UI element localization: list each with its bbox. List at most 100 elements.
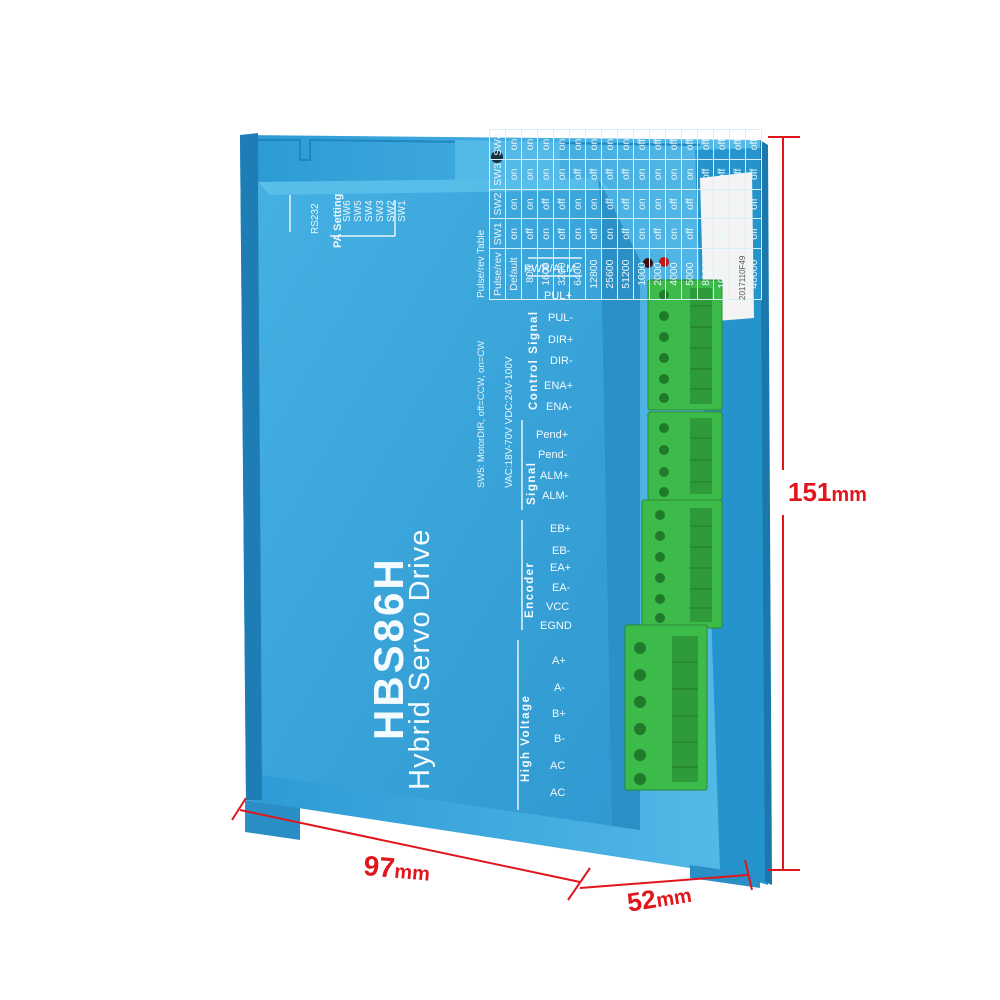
table-cell: on bbox=[521, 129, 538, 160]
table-cell: 5000 bbox=[681, 248, 698, 300]
supply-note: VAC:18V-70V VDC:24V-100V bbox=[504, 356, 515, 488]
terminal-label: EA+ bbox=[550, 562, 572, 574]
table-cell: 40000 bbox=[745, 248, 762, 300]
table-cell: on bbox=[633, 159, 650, 190]
table-cell: on bbox=[585, 129, 602, 160]
table-cell: off bbox=[633, 129, 650, 160]
pulse-table-caption: Pulse/rev Table bbox=[476, 229, 487, 298]
switch-label: SW3 bbox=[375, 200, 386, 222]
depth-value: 52 bbox=[625, 883, 659, 918]
table-cell: on bbox=[649, 159, 666, 190]
table-cell: 1000 bbox=[633, 248, 650, 300]
terminal-label: Pend- bbox=[538, 449, 568, 461]
rs232-label: RS232 bbox=[310, 203, 321, 234]
table-cell: off bbox=[665, 129, 682, 160]
table-cell: off bbox=[729, 129, 746, 160]
table-cell: on bbox=[713, 189, 730, 219]
terminal-label: EA- bbox=[552, 582, 571, 594]
height-dimension: 151mm bbox=[788, 477, 867, 508]
switch-label: SW5 bbox=[353, 200, 364, 222]
table-cell: on bbox=[697, 218, 714, 249]
table-cell: 51200 bbox=[617, 248, 634, 300]
front-cover bbox=[258, 178, 640, 830]
table-cell: 8000 bbox=[697, 248, 714, 300]
table-cell: off bbox=[681, 129, 698, 160]
table-cell: off bbox=[617, 189, 634, 219]
terminal-label: PUL+ bbox=[544, 290, 572, 302]
terminal-label: A- bbox=[554, 682, 565, 694]
table-cell: on bbox=[537, 159, 554, 190]
table-cell: off bbox=[649, 218, 666, 249]
table-cell: on bbox=[505, 218, 522, 249]
control-signal-title: Control Signal bbox=[528, 310, 540, 410]
terminal-label: ALM- bbox=[542, 490, 569, 502]
table-cell: off bbox=[585, 218, 602, 249]
switch-label: SW2 bbox=[386, 200, 397, 222]
table-cell: on bbox=[617, 129, 634, 160]
table-cell: off bbox=[617, 218, 634, 249]
table-cell: off bbox=[713, 159, 730, 190]
width-dimension: 97mm bbox=[362, 850, 431, 888]
table-header-cell: SW4 bbox=[489, 129, 506, 160]
terminal-label: EB+ bbox=[550, 523, 572, 535]
table-cell: off bbox=[745, 189, 762, 219]
table-cell: on bbox=[521, 189, 538, 219]
screw-icon bbox=[491, 151, 503, 163]
terminal-label: B- bbox=[554, 733, 565, 745]
table-cell: on bbox=[537, 218, 554, 249]
height-unit: mm bbox=[831, 484, 867, 506]
table-cell: on bbox=[585, 189, 602, 219]
sw5-note: SW5: MotorDIR, off=CCW, on=CW bbox=[476, 340, 487, 488]
table-cell: off bbox=[601, 189, 618, 219]
table-cell: on bbox=[633, 189, 650, 219]
table-cell: 4000 bbox=[665, 248, 682, 300]
switch-list: SW6 SW5 SW4 SW3 SW2 SW1 bbox=[342, 200, 408, 222]
table-cell: 12800 bbox=[585, 248, 602, 300]
product-name: Hybrid Servo Drive bbox=[404, 528, 436, 790]
depth-unit: mm bbox=[654, 884, 694, 913]
table-cell: on bbox=[729, 218, 746, 249]
table-cell: off bbox=[585, 159, 602, 190]
table-cell: on bbox=[601, 218, 618, 249]
table-cell: off bbox=[713, 218, 730, 249]
sticker-text: 2017110F49 bbox=[738, 255, 747, 300]
terminal-label: AC bbox=[550, 787, 566, 799]
table-cell: off bbox=[649, 129, 666, 160]
table-cell: on bbox=[553, 159, 570, 190]
table-cell: on bbox=[537, 129, 554, 160]
table-cell: off bbox=[745, 129, 762, 160]
terminal-label: DIR- bbox=[550, 355, 573, 367]
high-voltage-title: High Voltage bbox=[520, 694, 532, 782]
pwr-led-icon bbox=[643, 258, 653, 268]
terminal-screws bbox=[634, 290, 669, 785]
terminal-label: A+ bbox=[552, 655, 566, 667]
switch-label: SW6 bbox=[342, 200, 353, 222]
table-cell: on bbox=[665, 159, 682, 190]
table-cell: off bbox=[729, 159, 746, 190]
terminal-label: EB- bbox=[552, 545, 571, 557]
table-cell: on bbox=[649, 189, 666, 219]
terminal-label: VCC bbox=[546, 601, 570, 613]
table-cell: off bbox=[745, 159, 762, 190]
table-cell: on bbox=[569, 129, 586, 160]
table-cell: off bbox=[617, 159, 634, 190]
table-cell: off bbox=[745, 218, 762, 249]
switch-label: SW1 bbox=[397, 200, 408, 222]
height-value: 151 bbox=[788, 477, 832, 507]
width-value: 97 bbox=[362, 850, 397, 884]
signal-title: Signal bbox=[526, 461, 538, 505]
terminal-label: PUL- bbox=[548, 312, 574, 324]
terminal-label: ALM+ bbox=[540, 470, 570, 482]
table-cell: off bbox=[697, 159, 714, 190]
table-cell: on bbox=[505, 129, 522, 160]
table-cell: 10000 bbox=[713, 248, 730, 300]
